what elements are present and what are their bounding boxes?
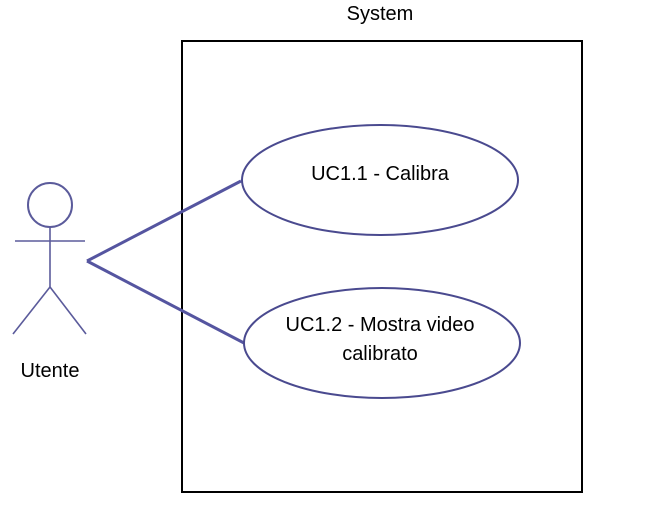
system-boundary bbox=[181, 40, 583, 493]
actor-label: Utente bbox=[20, 360, 80, 382]
actor-left-leg bbox=[12, 286, 51, 335]
use-case-uc1-1[interactable] bbox=[241, 124, 519, 236]
actor-head bbox=[27, 182, 73, 228]
association-uc1 bbox=[86, 179, 242, 263]
use-case-label-uc1-2: UC1.2 - Mostra video calibrato bbox=[285, 314, 475, 365]
use-case-label-uc1-1: UC1.1 - Calibra bbox=[311, 163, 449, 185]
system-title: System bbox=[346, 3, 414, 25]
association-uc2 bbox=[86, 259, 245, 345]
actor-utente[interactable] bbox=[12, 182, 87, 335]
use-case-uc1-2[interactable] bbox=[243, 287, 521, 399]
actor-right-leg bbox=[49, 286, 87, 335]
